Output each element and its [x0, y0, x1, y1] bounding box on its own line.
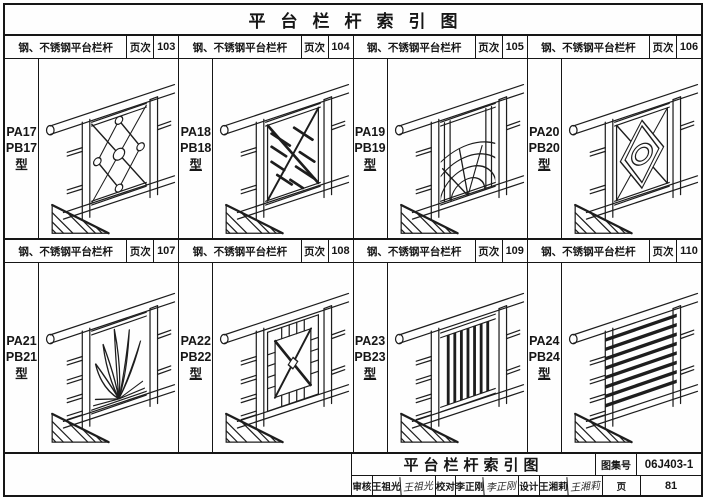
review-signature: 王祖光	[399, 474, 436, 497]
atlas-no-value: 06J403-1	[636, 454, 701, 475]
panel-row-1: PA17 PB17 型	[5, 59, 701, 241]
panel-type-label: PA19 PB19 型	[354, 59, 388, 239]
review-name: 王祖光	[371, 476, 400, 495]
page-number: 107	[153, 240, 178, 263]
review-label: 审核	[352, 481, 372, 493]
design-name: 王湘莉	[538, 476, 567, 495]
railing-drawing-pa17	[39, 59, 178, 238]
railing-drawing-pa24	[562, 263, 701, 452]
header-cell-107: 钢、不锈钢平台栏杆 页次 107	[5, 240, 180, 263]
railing-drawing-pa23	[388, 263, 527, 452]
railing-drawing-pa19	[388, 59, 527, 238]
sheet-title-bar: 平台栏杆索引图	[5, 5, 701, 36]
panel-pa20: PA20 PB20 型	[528, 59, 701, 239]
railing-drawing-pa22	[213, 263, 352, 452]
header-row-2: 钢、不锈钢平台栏杆 页次 107 钢、不锈钢平台栏杆 页次 108 钢、不锈钢平…	[5, 240, 701, 264]
panel-type-label: PA23 PB23 型	[354, 263, 388, 452]
panel-type-label: PA18 PB18 型	[179, 59, 214, 239]
page-number: 110	[676, 240, 701, 263]
railing-drawing-pa18	[213, 59, 352, 238]
page-no-label: 页次	[474, 240, 502, 263]
title-block-title: 平台栏杆索引图	[403, 457, 544, 474]
sheet-page-number: 81	[640, 476, 701, 495]
panel-type-label: PA17 PB17 型	[5, 59, 39, 239]
page-number: 103	[153, 36, 178, 58]
proofread-signature: 李正刚	[482, 474, 519, 497]
header-cell-106: 钢、不锈钢平台栏杆 页次 106	[528, 36, 701, 58]
page-no-label: 页次	[649, 240, 676, 263]
page-no-label: 页次	[649, 36, 676, 58]
header-cell-110: 钢、不锈钢平台栏杆 页次 110	[528, 240, 701, 263]
header-cell-108: 钢、不锈钢平台栏杆 页次 108	[179, 240, 354, 263]
panel-type-label: PA24 PB24 型	[528, 263, 562, 452]
title-block: 平台栏杆索引图 图集号 06J403-1 审核 王祖光 王祖光 校对 李正刚 李…	[352, 454, 701, 497]
railing-category-label: 钢、不锈钢平台栏杆	[192, 245, 288, 258]
panel-pa22: PA22 PB22 型	[179, 263, 354, 452]
page-number: 104	[327, 36, 353, 58]
design-label: 设计	[518, 476, 539, 495]
railing-category-label: 钢、不锈钢平台栏杆	[541, 245, 636, 258]
header-cell-103: 钢、不锈钢平台栏杆 页次 103	[5, 36, 180, 58]
page-number: 109	[501, 240, 527, 263]
railing-category-label: 钢、不锈钢平台栏杆	[192, 41, 288, 54]
page-number: 105	[501, 36, 527, 58]
title-block-bottom-row: 审核 王祖光 王祖光 校对 李正刚 李正刚 设计 王湘莉 王湘莉 页 81	[352, 474, 701, 497]
panel-type-label: PA20 PB20 型	[528, 59, 562, 239]
panel-pa23: PA23 PB23 型	[354, 263, 528, 452]
panel-row-2: PA21 PB21 型	[5, 263, 701, 454]
proofread-name: 李正刚	[455, 476, 483, 495]
railing-category-label: 钢、不锈钢平台栏杆	[366, 245, 462, 258]
bottom-strip: 平台栏杆索引图 图集号 06J403-1 审核 王祖光 王祖光 校对 李正刚 李…	[5, 454, 701, 497]
railing-drawing-pa21	[39, 263, 178, 452]
page-number: 108	[327, 240, 353, 263]
railing-category-label: 钢、不锈钢平台栏杆	[541, 41, 636, 54]
page-no-label: 页次	[126, 240, 153, 263]
panel-pa18: PA18 PB18 型	[179, 59, 354, 239]
panel-type-label: PA21 PB21 型	[5, 263, 39, 452]
panel-pa19: PA19 PB19 型	[354, 59, 528, 239]
page-no-label: 页次	[126, 36, 153, 58]
sheet-frame: 平台栏杆索引图 钢、不锈钢平台栏杆 页次 103 钢、不锈钢平台栏杆 页次 10…	[3, 3, 703, 497]
railing-category-label: 钢、不锈钢平台栏杆	[18, 41, 113, 54]
title-block-top-row: 平台栏杆索引图 图集号 06J403-1	[352, 454, 701, 476]
railing-category-label: 钢、不锈钢平台栏杆	[366, 41, 462, 54]
page-number: 106	[676, 36, 701, 58]
bottom-empty-area	[5, 454, 352, 495]
panel-pa21: PA21 PB21 型	[5, 263, 180, 452]
page-title: 平台栏杆索引图	[248, 12, 473, 31]
page-no-label: 页次	[474, 36, 502, 58]
railing-drawing-pa20	[562, 59, 701, 238]
railing-category-label: 钢、不锈钢平台栏杆	[18, 245, 113, 258]
design-signature: 王湘莉	[566, 474, 603, 497]
page-no-label: 页次	[300, 36, 328, 58]
sheet-page-label: 页	[601, 476, 640, 495]
header-cell-105: 钢、不锈钢平台栏杆 页次 105	[354, 36, 528, 58]
page-no-label: 页次	[300, 240, 328, 263]
header-cell-109: 钢、不锈钢平台栏杆 页次 109	[354, 240, 528, 263]
panel-pa17: PA17 PB17 型	[5, 59, 180, 239]
panel-pa24: PA24 PB24 型	[528, 263, 701, 452]
panel-type-label: PA22 PB22 型	[179, 263, 214, 452]
header-cell-104: 钢、不锈钢平台栏杆 页次 104	[179, 36, 354, 58]
proofread-label: 校对	[434, 476, 456, 495]
atlas-no-label: 图集号	[595, 454, 636, 475]
header-row-1: 钢、不锈钢平台栏杆 页次 103 钢、不锈钢平台栏杆 页次 104 钢、不锈钢平…	[5, 36, 701, 59]
